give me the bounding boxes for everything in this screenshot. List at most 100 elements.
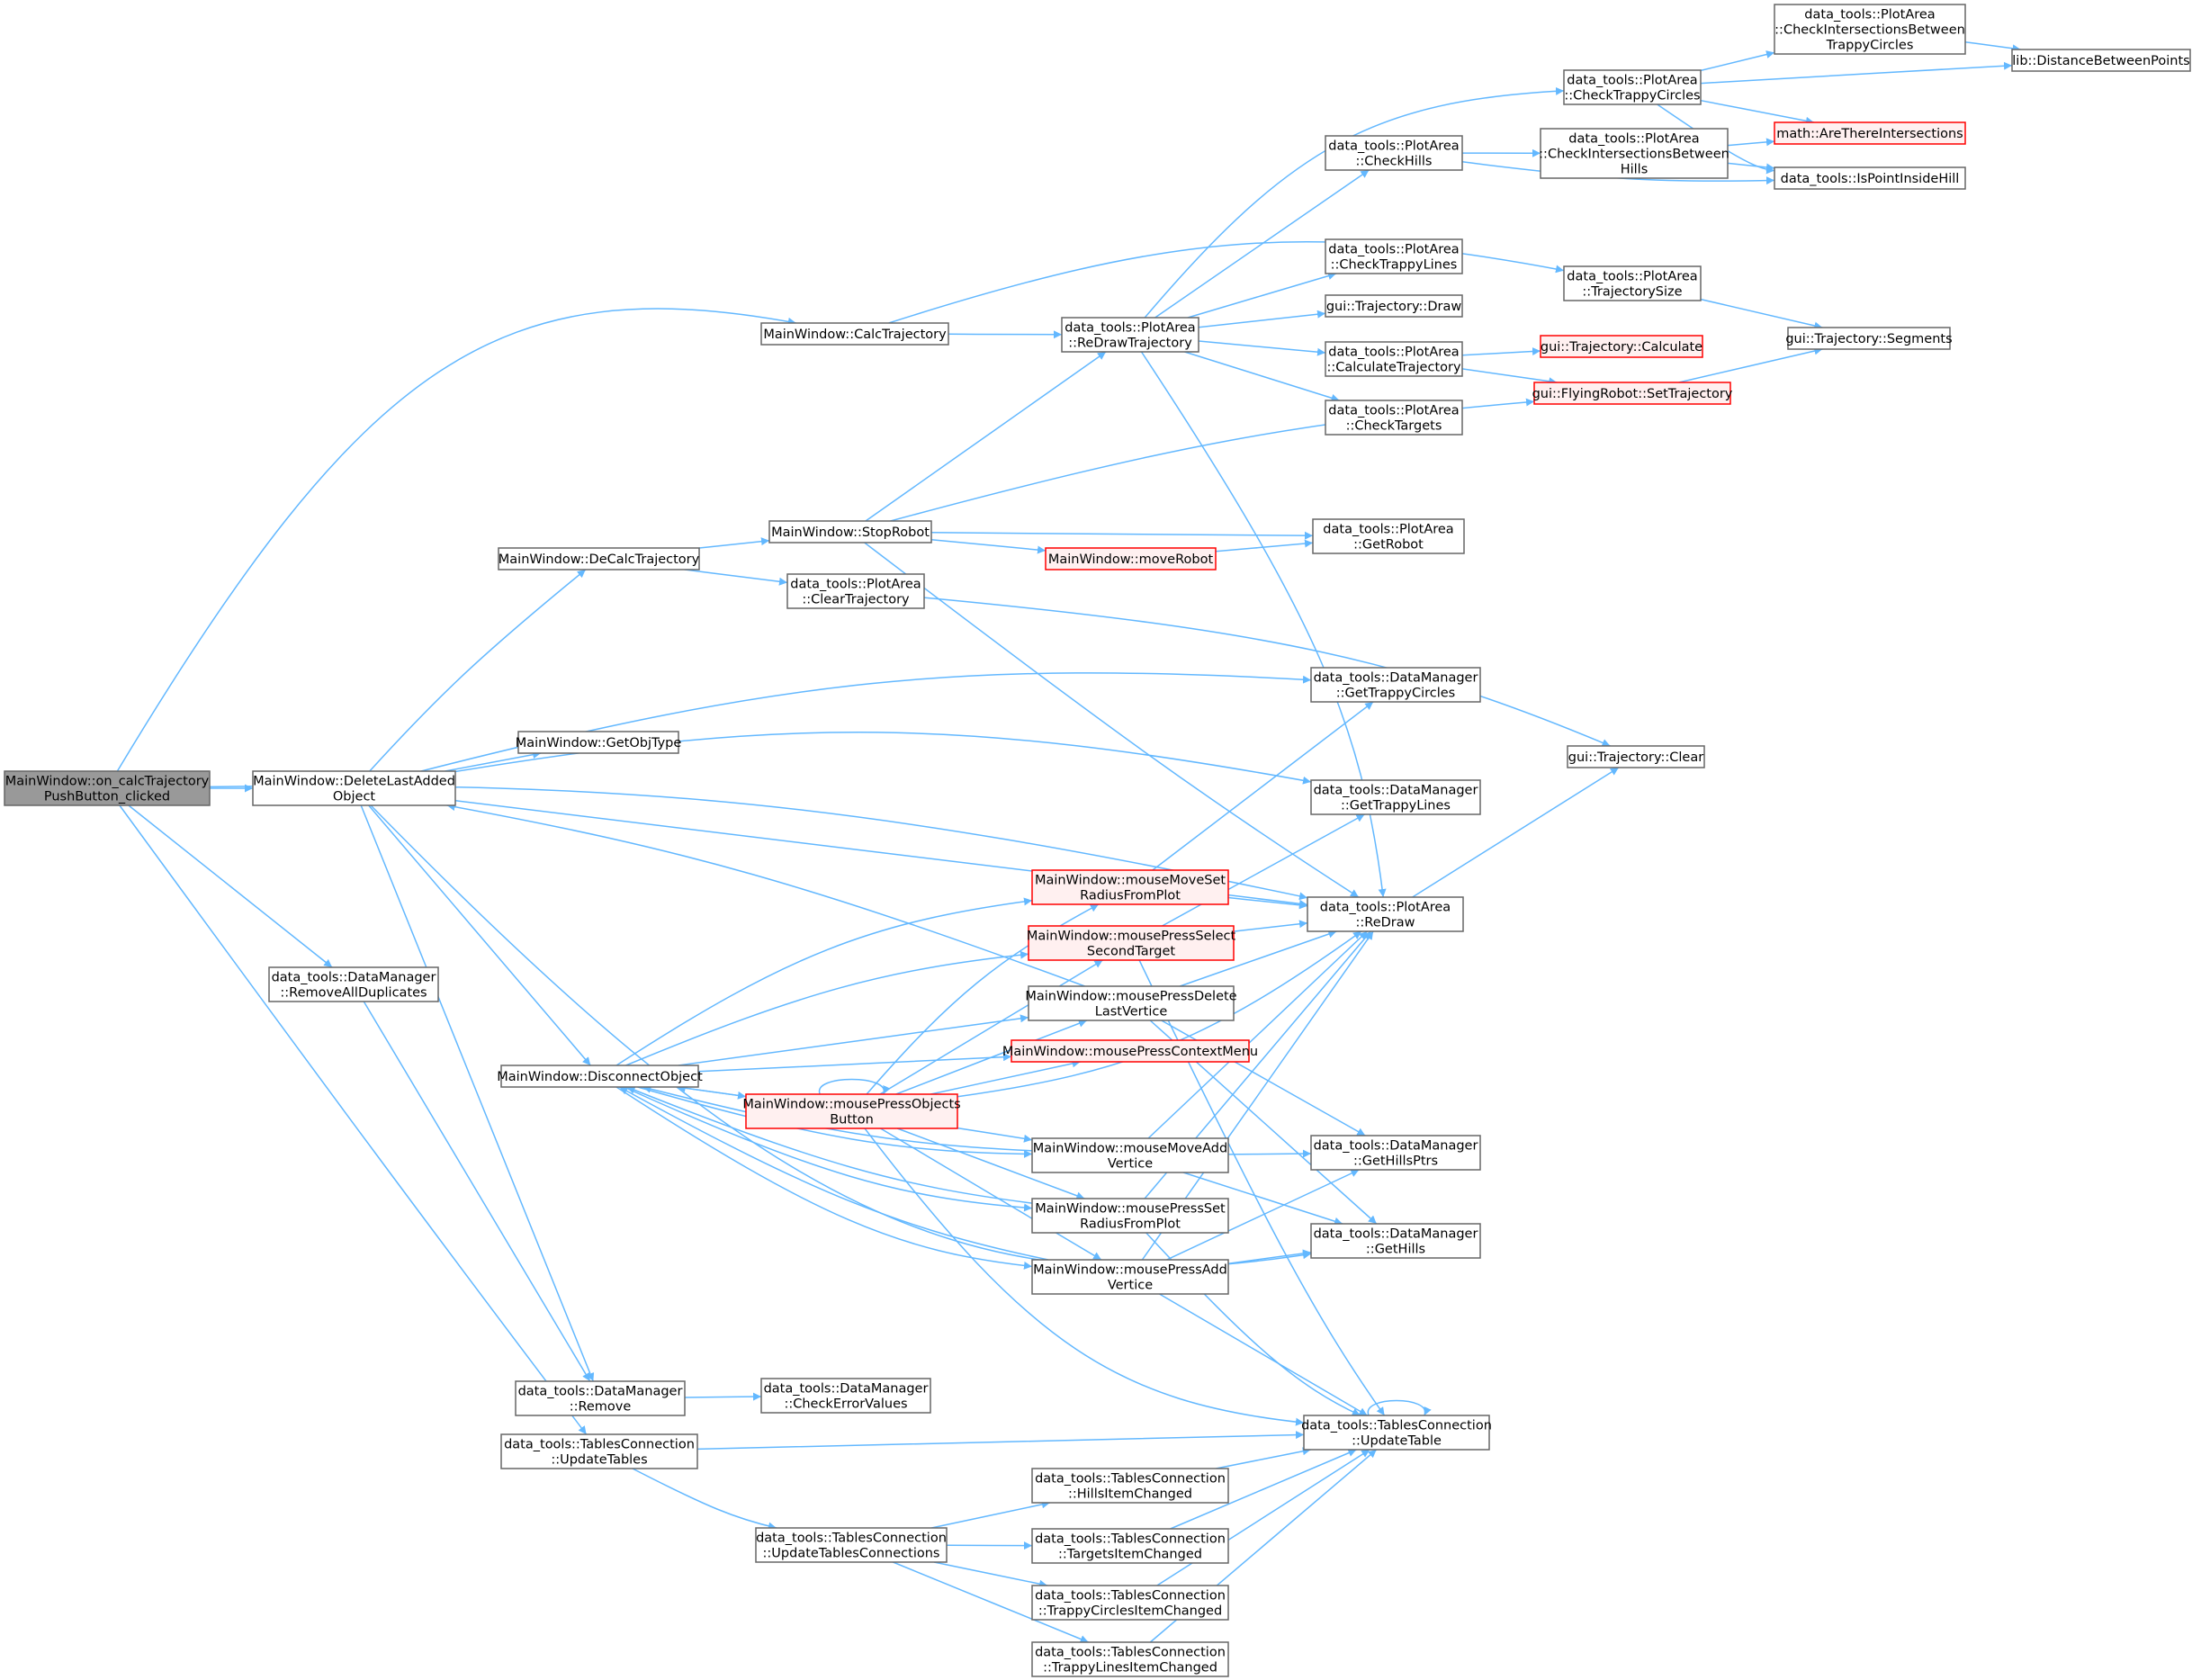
call-edge (957, 1127, 1033, 1143)
node-box (755, 1527, 948, 1563)
node-checktargets[interactable]: data_tools::PlotArea::CheckTargets (1325, 400, 1463, 436)
node-gettrappylines[interactable]: data_tools::DataManager::GetTrappyLines (1310, 779, 1481, 815)
node-label: data_tools::PlotArea (1804, 7, 1935, 22)
node-label: gui::Trajectory::Clear (1568, 750, 1703, 765)
node-trappylines-changed[interactable]: data_tools::TablesConnection::TrappyLine… (1031, 1641, 1229, 1677)
node-label: ::CheckIntersectionsBetween (1539, 147, 1729, 161)
node-label: math::AreThereIntersections (1776, 127, 1963, 141)
node-remove-dups[interactable]: data_tools::DataManager::RemoveAllDuplic… (268, 966, 439, 1002)
node-checktrappycircles[interactable]: data_tools::PlotArea::CheckTrappyCircles (1563, 69, 1702, 105)
node-ispointinside[interactable]: data_tools::IsPointInsideHill (1774, 166, 1966, 190)
node-trajsize[interactable]: data_tools::PlotArea::TrajectorySize (1563, 265, 1702, 301)
node-box (1045, 547, 1217, 570)
node-label: ::CheckTrappyCircles (1564, 88, 1700, 103)
call-edge (1700, 298, 1823, 330)
node-label: ::TrappyCirclesItemChanged (1038, 1604, 1222, 1618)
node-label: data_tools::PlotArea (1328, 139, 1459, 153)
node-label: ::UpdateTablesConnections (763, 1546, 940, 1560)
node-checkintersections-tc[interactable]: data_tools::PlotArea::CheckIntersections… (1774, 4, 1966, 55)
node-label: MainWindow::DeleteLastAdded (253, 774, 455, 788)
node-gettrappycircles[interactable]: data_tools::DataManager::GetTrappyCircle… (1310, 667, 1481, 703)
node-label: ::UpdateTables (551, 1452, 647, 1467)
call-edge (1198, 340, 1326, 356)
node-distance[interactable]: lib::DistanceBetweenPoints (2011, 49, 2191, 72)
node-targets-changed[interactable]: data_tools::TablesConnection::TargetsIte… (1031, 1528, 1229, 1564)
node-update-tables[interactable]: data_tools::TablesConnection::UpdateTabl… (500, 1433, 698, 1469)
node-label: data_tools::TablesConnection (756, 1531, 947, 1545)
node-box (760, 1378, 931, 1414)
node-updatetable[interactable]: data_tools::TablesConnection::UpdateTabl… (1301, 1415, 1492, 1451)
node-update-tc[interactable]: data_tools::TablesConnection::UpdateTabl… (755, 1527, 948, 1563)
node-redraw[interactable]: data_tools::PlotArea::ReDraw (1307, 896, 1464, 932)
node-calc-traj[interactable]: MainWindow::CalcTrajectory (760, 322, 949, 346)
node-checktrappylines[interactable]: data_tools::PlotArea::CheckTrappyLines (1325, 238, 1463, 274)
node-arethere[interactable]: math::AreThereIntersections (1774, 121, 1966, 145)
node-segments[interactable]: gui::Trajectory::Segments (1785, 327, 1953, 350)
node-label: data_tools::TablesConnection (1035, 1471, 1226, 1486)
node-label: data_tools::TablesConnection (1035, 1532, 1226, 1546)
node-box (4, 770, 211, 806)
node-box (1031, 1468, 1229, 1504)
call-edge (615, 897, 1033, 1066)
node-label: data_tools::DataManager (1314, 1226, 1478, 1241)
node-decalc[interactable]: MainWindow::DeCalcTrajectory (498, 547, 700, 570)
node-label: MainWindow::CalcTrajectory (763, 328, 947, 342)
node-on-calc[interactable]: MainWindow::on_calcTrajectoryPushButton_… (4, 770, 211, 806)
node-box (1310, 1223, 1481, 1259)
node-box (1031, 1198, 1229, 1234)
node-stoprobot[interactable]: MainWindow::StopRobot (768, 520, 932, 544)
call-edge (1227, 1249, 1312, 1264)
node-moverobot[interactable]: MainWindow::moveRobot (1045, 547, 1217, 570)
call-edge (1156, 1449, 1370, 1586)
call-edge (642, 1084, 1033, 1152)
node-hills-changed[interactable]: data_tools::TablesConnection::HillsItemC… (1031, 1468, 1229, 1504)
node-label: MainWindow::mousePressSet (1035, 1201, 1226, 1216)
node-box (768, 520, 932, 544)
node-dm-checkerr[interactable]: data_tools::DataManager::CheckErrorValue… (760, 1378, 931, 1414)
node-gethills[interactable]: data_tools::DataManager::GetHills (1310, 1223, 1481, 1259)
node-getobjtype[interactable]: MainWindow::GetObjType (516, 731, 682, 754)
node-mp-context[interactable]: MainWindow::mousePressContextMenu (1002, 1039, 1258, 1063)
node-label: Hills (1621, 162, 1648, 176)
node-calctraj-pa[interactable]: data_tools::PlotArea::CalculateTrajector… (1325, 341, 1463, 377)
call-edge (1233, 920, 1308, 932)
node-setrajectory[interactable]: gui::FlyingRobot::SetTrajectory (1532, 382, 1733, 405)
node-redrawtraj[interactable]: data_tools::PlotArea::ReDrawTrajectory (1061, 317, 1199, 353)
node-disconnect[interactable]: MainWindow::DisconnectObject (497, 1065, 703, 1088)
node-trappycircles-changed[interactable]: data_tools::TablesConnection::TrappyCirc… (1031, 1585, 1229, 1621)
call-edge (1140, 351, 1387, 898)
node-box (1312, 518, 1465, 554)
node-label: data_tools::DataManager (1314, 1138, 1478, 1153)
node-box (1031, 1137, 1229, 1173)
call-edge (880, 1127, 1102, 1261)
node-gethillsptrs[interactable]: data_tools::DataManager::GetHillsPtrs (1310, 1135, 1481, 1171)
node-checkhills[interactable]: data_tools::PlotArea::CheckHills (1325, 135, 1463, 171)
node-traj-clear[interactable]: gui::Trajectory::Clear (1567, 745, 1705, 768)
node-checkintersections-hills[interactable]: data_tools::PlotArea::CheckIntersections… (1539, 128, 1729, 179)
call-edge (1159, 1293, 1368, 1416)
call-edge (1700, 61, 2013, 85)
node-label: ::CheckIntersectionsBetween (1774, 22, 1965, 37)
node-traj-calculate[interactable]: gui::Trajectory::Calculate (1540, 335, 1703, 358)
call-edge (1166, 1169, 1360, 1261)
node-getrobot[interactable]: data_tools::PlotArea::GetRobot (1312, 518, 1465, 554)
node-box (252, 770, 456, 806)
node-dm-remove[interactable]: data_tools::DataManager::Remove (515, 1380, 686, 1416)
node-label: data_tools::PlotArea (1320, 900, 1451, 914)
node-box (1031, 1585, 1229, 1621)
call-edge (1161, 1020, 1366, 1136)
call-edge (1727, 138, 1775, 147)
node-traj-draw[interactable]: gui::Trajectory::Draw (1325, 294, 1463, 318)
node-label: MainWindow::StopRobot (771, 526, 930, 540)
call-edge (1154, 169, 1370, 319)
node-cleartraj-pa[interactable]: data_tools::PlotArea::ClearTrajectory (786, 573, 925, 609)
node-label: ::Remove (570, 1399, 632, 1414)
